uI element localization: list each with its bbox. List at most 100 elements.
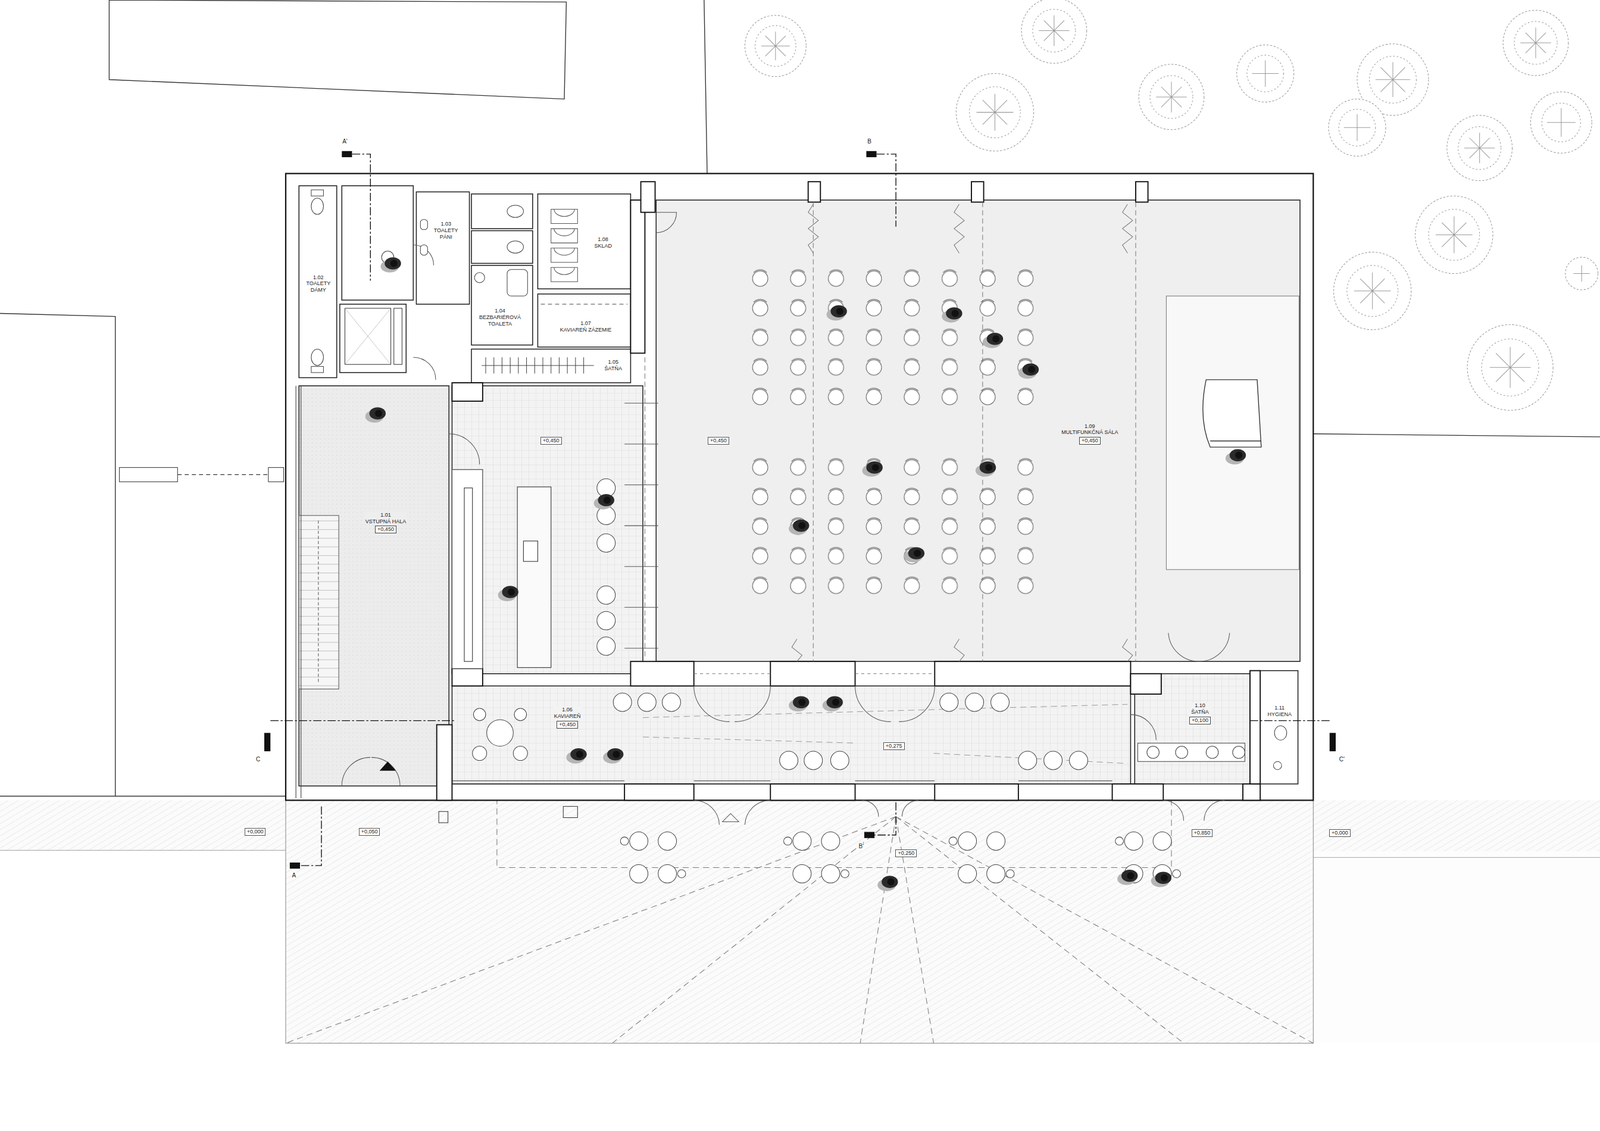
person-figure [951,309,959,317]
door-swing [341,757,400,786]
room-label: 1.03TOALETY PÁNI [429,220,463,240]
level-marker: +0,450 [540,436,562,445]
sightline-dashes [895,816,1184,1044]
person-figure [501,585,518,599]
tree-symbol [1344,114,1371,142]
terrace-table [821,832,840,851]
terrace-table [986,864,1006,883]
stair [298,515,339,690]
section-marker [264,151,1336,870]
cafe-furniture [1137,742,1245,762]
person-figure [826,305,848,321]
tree-symbol [1328,98,1386,156]
sightline-dashes [895,816,934,1044]
person-figure [380,257,401,273]
building-walls [285,173,1314,801]
room-name: VSTUPNÁ HALA [364,518,408,525]
tree-symbol [1138,64,1205,130]
person-figure [594,494,615,510]
wall-pier [451,668,483,686]
entrance-arrow [379,761,739,822]
sanitary-fixture [474,272,485,283]
person-figure [836,307,844,315]
level-marker: +0,000 [244,827,267,836]
person-figure [566,748,587,764]
person-figure [612,750,620,758]
corridor-dashes [642,704,1128,718]
level-marker: +0,450 [707,436,730,445]
wall-pier [1242,783,1261,800]
tree-symbol [1530,91,1592,153]
room-number: 1.11 [1266,704,1293,712]
section-line [270,720,455,721]
room-label: 1.11HYGIENA [1266,704,1293,718]
room-name: HYGIENA [1266,711,1293,718]
terrace-table [841,869,850,878]
site-lines [0,313,116,796]
wall-pier [630,661,694,686]
cafe-furniture [1018,751,1037,770]
paving [0,800,1600,1043]
person-figure [1126,872,1134,880]
sanitary-fixture [311,189,1287,770]
entrance-arrow [722,813,739,823]
room-name: ŠATŇA [1189,708,1211,716]
person-figure [788,695,809,712]
site-lines [0,795,286,797]
sanitary-fixture [1273,761,1282,770]
section-marker [866,151,877,158]
section-letter: A [291,872,297,880]
sala-partition [954,204,965,253]
room-floor [471,348,631,383]
person-figure [830,305,847,318]
room-label: 1.08SKLAD [593,236,613,250]
room-floor [471,230,533,264]
cafe-furniture [1044,751,1063,770]
section-line [351,154,371,281]
door-swing [862,800,919,817]
sightline-dashes [285,816,896,1044]
person-figure [507,588,515,596]
door-swing [1130,714,1156,740]
sanitary-fixture [507,205,524,218]
room-label: 1.09MULTIFUNKČNÁ SÁLA+0,450 [1060,423,1119,445]
stair [298,515,339,690]
room-name: ŠATŇA [604,365,623,373]
tree-symbol [1021,0,1087,64]
tree-symbol [955,73,1034,151]
facade-glazing [119,467,178,482]
cafe-furniture [613,692,632,712]
person-figure [1155,871,1172,884]
person-figure [603,496,611,504]
tree-symbol [1489,347,1531,389]
room-floor [339,304,406,373]
stored-chairs [554,209,575,275]
tree-symbol [1502,10,1569,76]
paving [0,850,286,851]
cafe-furniture [597,533,616,553]
tree-symbol [1565,257,1599,290]
tree-symbol [1520,27,1551,58]
tree-symbol [1032,8,1076,52]
cafe-furniture [486,719,514,747]
person-figure [866,461,883,474]
person-figure [570,748,587,761]
sanitary-fixture [507,269,528,297]
coat-rail [481,364,595,366]
person-figure [832,698,840,706]
person-figure [881,875,898,889]
terrace-table [1172,869,1181,878]
lift [344,308,391,365]
tree-symbol [1328,98,1386,156]
terrace-table [1005,869,1015,878]
piano [1210,440,1262,442]
room-floor [1166,295,1299,570]
cafe-furniture [637,692,656,712]
chair-rows [741,452,1045,602]
sala-partition [694,673,936,674]
terrace-table [783,832,850,884]
coat-rail [541,303,628,305]
tree-symbol [744,15,806,77]
level-tag: +0,100 [1189,716,1211,725]
room-label: 1.04BEZBARIÉROVÁ TOALETA [477,307,523,327]
